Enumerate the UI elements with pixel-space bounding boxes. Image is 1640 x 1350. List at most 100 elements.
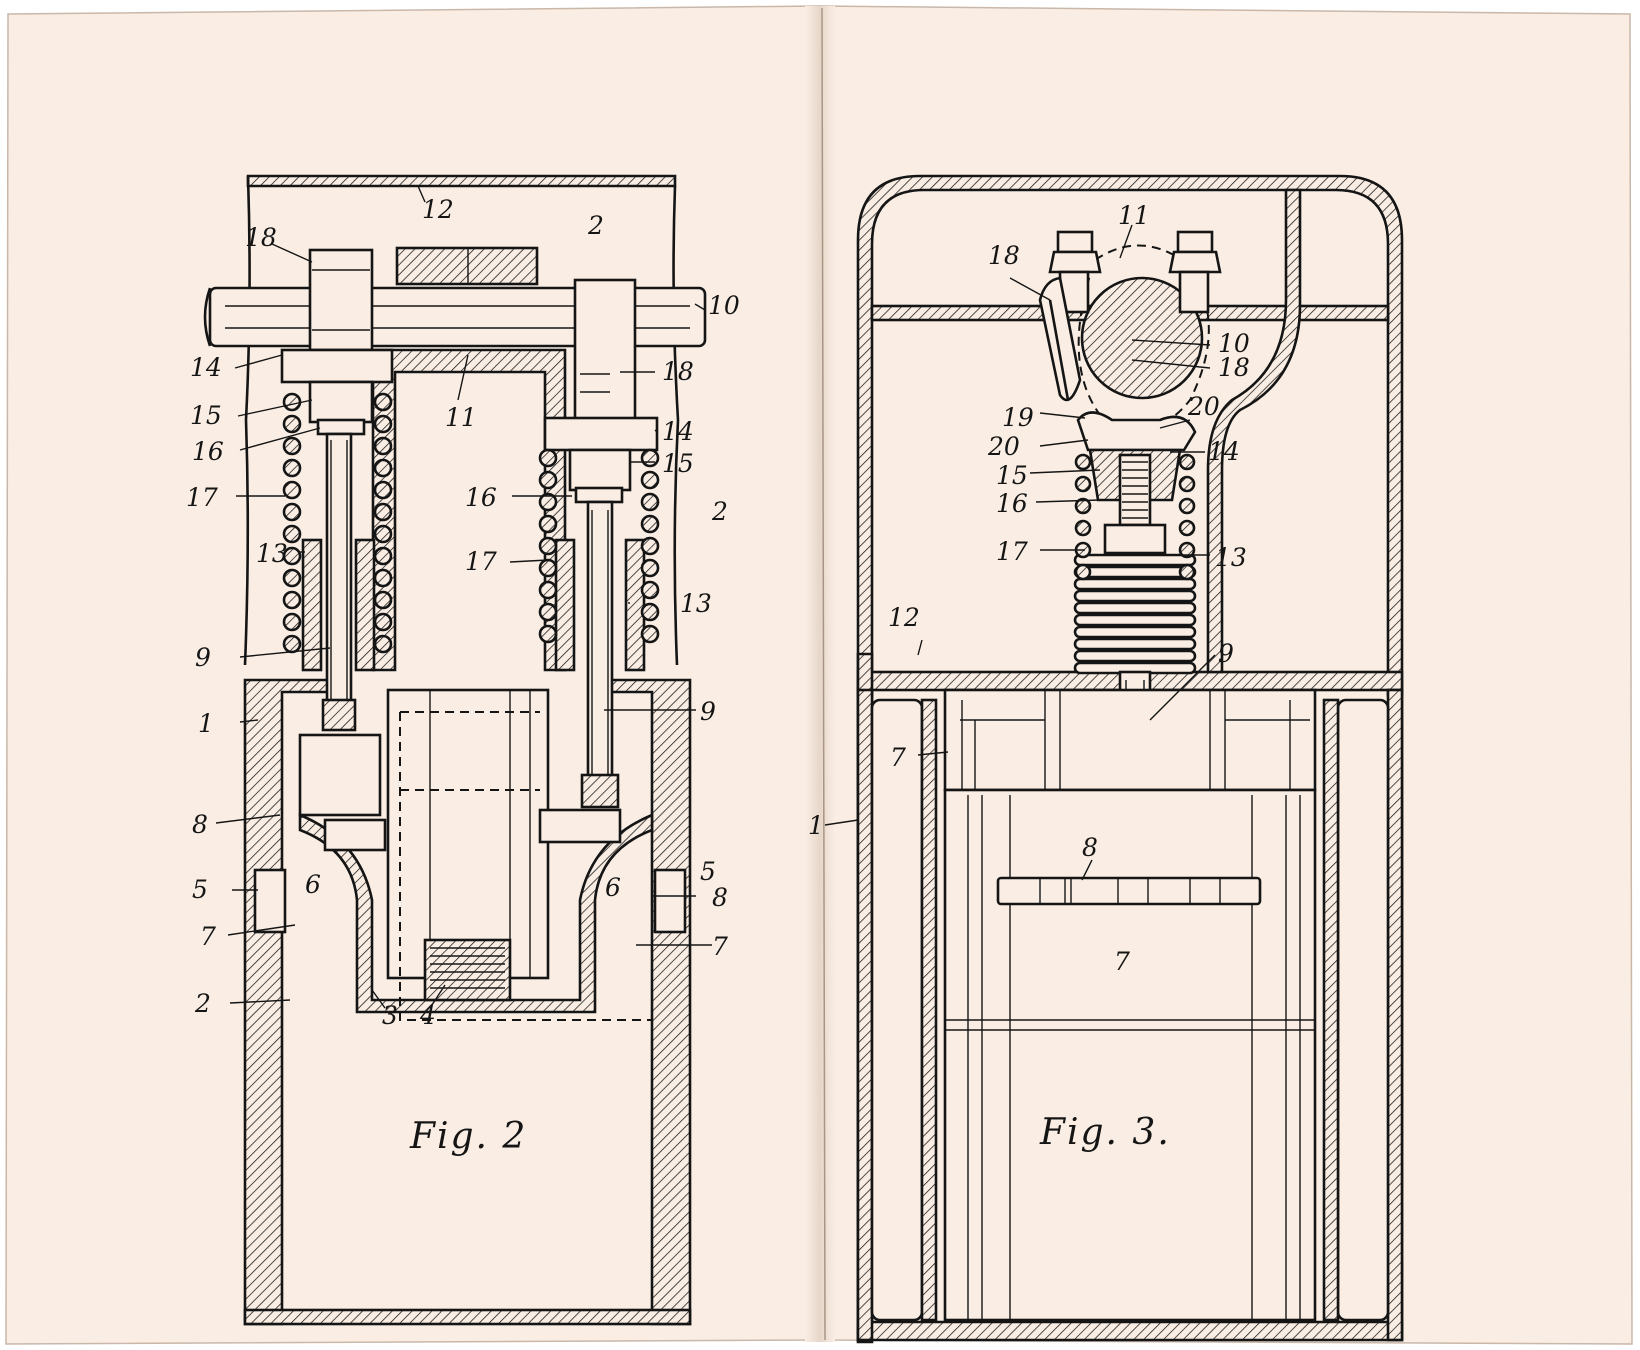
- spring-coil: [1074, 497, 1092, 515]
- ref-17: 17: [186, 483, 218, 512]
- ref-18: 18: [988, 241, 1020, 270]
- spring-coil: [373, 458, 393, 478]
- spring-coil: [1073, 601, 1197, 615]
- spring-coil: [1178, 541, 1196, 559]
- spring-coil: [282, 502, 302, 522]
- ref-9: 9: [700, 697, 716, 726]
- ref-2: 2: [194, 989, 211, 1018]
- ref-20: 20: [987, 432, 1020, 461]
- spring-coil: [282, 414, 302, 434]
- leader-lines-fig3: [824, 224, 1216, 881]
- top-housing-wall: [246, 174, 677, 188]
- piston-lower: [943, 788, 1317, 1322]
- ref-9: 9: [195, 643, 211, 672]
- spring-coil: [373, 392, 393, 412]
- ref-1: 1: [198, 709, 214, 738]
- spring-coil: [282, 458, 302, 478]
- spring-coil: [282, 524, 302, 544]
- ref-7: 7: [200, 922, 216, 951]
- slot-8: [996, 876, 1262, 906]
- spring-coil: [282, 436, 302, 456]
- ref-9: 9: [1218, 639, 1234, 668]
- ref-13: 13: [256, 539, 288, 568]
- spring-coil: [640, 624, 660, 644]
- spring-coil: [373, 568, 393, 588]
- ref-1: 1: [808, 811, 824, 840]
- spring-coil: [282, 568, 302, 588]
- ref-14: 14: [1208, 437, 1240, 466]
- ref-5: 5: [192, 875, 208, 904]
- spring-coil: [373, 546, 393, 566]
- spring-coil: [640, 580, 660, 600]
- figure-2-caption: Fig. 2: [409, 1116, 527, 1157]
- piston-upper: [943, 688, 1317, 792]
- ref-11: 11: [1118, 201, 1150, 230]
- ref-5: 5: [700, 857, 716, 886]
- spring-coil: [640, 448, 660, 468]
- ref-10: 10: [708, 291, 740, 320]
- leader-lines: [215, 185, 712, 1009]
- spring-coil: [373, 590, 393, 610]
- spring-coil: [373, 480, 393, 500]
- spring-coil: [1073, 577, 1197, 591]
- spring-coil: [640, 470, 660, 490]
- spring-coil: [282, 590, 302, 610]
- ref-15: 15: [996, 461, 1028, 490]
- ref-6: 6: [305, 870, 321, 899]
- book-spine: [805, 6, 835, 1342]
- spring-coil: [282, 612, 302, 632]
- spring-coil: [1178, 475, 1196, 493]
- spring-coil: [538, 624, 558, 644]
- spring-coil: [1178, 519, 1196, 537]
- spring-coil: [1074, 563, 1092, 581]
- spring-coil: [1073, 553, 1197, 567]
- spring-coil: [538, 514, 558, 534]
- spring-coil: [282, 392, 302, 412]
- ref-3: 3: [382, 1001, 398, 1030]
- spring-coil: [373, 502, 393, 522]
- spring-coil: [1074, 475, 1092, 493]
- ref-17: 17: [465, 547, 497, 576]
- piston-cup: [298, 813, 654, 1014]
- spring-coil: [1178, 453, 1196, 471]
- ref-16: 16: [465, 483, 497, 512]
- spring-coil: [282, 546, 302, 566]
- ref-16: 16: [192, 437, 224, 466]
- spring-coil: [1074, 519, 1092, 537]
- spring-coil: [1073, 613, 1197, 627]
- spring-coil: [1073, 649, 1197, 663]
- fig3-labels: 11 18 10 18 19 20 20 14 15 16 17 13 12 9…: [808, 201, 1250, 976]
- ref-18: 18: [1218, 353, 1250, 382]
- ref-14: 14: [190, 353, 222, 382]
- spring-coil: [1178, 497, 1196, 515]
- spring-coil: [1073, 589, 1197, 603]
- ref-13: 13: [1215, 543, 1247, 572]
- spring-coil: [538, 470, 558, 490]
- ref-13: 13: [680, 589, 712, 618]
- ref-14: 14: [662, 417, 694, 446]
- ref-8: 8: [712, 883, 728, 912]
- spring-coil: [640, 492, 660, 512]
- spring-coil: [373, 634, 393, 654]
- ref-18: 18: [662, 357, 694, 386]
- spring-left: [282, 392, 393, 654]
- spring-coil: [373, 436, 393, 456]
- spring-coil: [1178, 563, 1196, 581]
- ref-18: 18: [245, 223, 277, 252]
- spring-coil: [373, 612, 393, 632]
- ref-16: 16: [996, 489, 1028, 518]
- ref-20: 20: [1187, 392, 1220, 421]
- spring-coil: [282, 634, 302, 654]
- ref-17: 17: [996, 537, 1028, 566]
- spring-right: [538, 448, 660, 644]
- spring-coil: [538, 580, 558, 600]
- spring-coil: [1073, 637, 1197, 651]
- spring-coil: [640, 514, 660, 534]
- ref-12: 12: [422, 195, 454, 224]
- spring-coil: [373, 524, 393, 544]
- ref-11: 11: [445, 403, 477, 432]
- spring-coil: [538, 448, 558, 468]
- ref-10: 10: [1218, 329, 1250, 358]
- spring-coil: [640, 558, 660, 578]
